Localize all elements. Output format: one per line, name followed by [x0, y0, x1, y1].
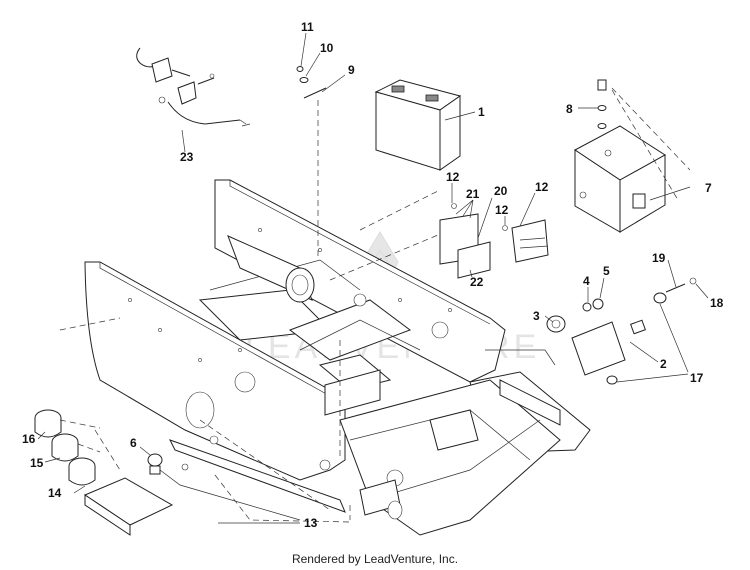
callout-23: 23 — [180, 150, 194, 164]
frame-assembly — [84, 179, 591, 536]
callout-labels: 1 2 3 4 5 6 7 8 9 10 11 12 12 12 13 14 1… — [22, 20, 724, 530]
callout-8: 8 — [566, 102, 573, 116]
battery-box — [574, 79, 691, 233]
callout-3: 3 — [533, 309, 540, 323]
callout-13: 13 — [304, 516, 318, 530]
callout-14: 14 — [48, 486, 62, 500]
hold-down-rod — [296, 66, 327, 99]
callout-16: 16 — [22, 432, 36, 446]
leader-lines — [37, 32, 709, 524]
callout-10: 10 — [320, 41, 334, 55]
callout-1: 1 — [478, 105, 485, 119]
callout-7: 7 — [705, 181, 712, 195]
callout-4: 4 — [583, 274, 590, 288]
switch-panel — [546, 277, 697, 385]
callout-11: 11 — [301, 20, 314, 34]
footer-credit: Rendered by LeadVenture, Inc. — [291, 552, 459, 566]
callout-12-c: 12 — [535, 180, 549, 194]
callout-15: 15 — [30, 456, 44, 470]
callout-12-a: 12 — [446, 170, 460, 184]
callout-6: 6 — [130, 436, 137, 450]
assembly-lines — [59, 100, 451, 523]
callout-2: 2 — [660, 357, 667, 371]
battery — [374, 79, 462, 171]
callout-12-b: 12 — [495, 203, 509, 217]
callout-5: 5 — [603, 264, 610, 278]
callout-17: 17 — [690, 371, 704, 385]
callout-18: 18 — [710, 296, 724, 310]
callout-19: 19 — [652, 251, 666, 265]
callout-21: 21 — [466, 187, 480, 201]
gauge-cluster — [34, 409, 189, 536]
ignition-harness — [136, 47, 251, 127]
callout-20: 20 — [494, 184, 508, 198]
terminal-blocks — [439, 203, 549, 279]
callout-9: 9 — [348, 63, 355, 77]
callout-22: 22 — [470, 275, 484, 289]
